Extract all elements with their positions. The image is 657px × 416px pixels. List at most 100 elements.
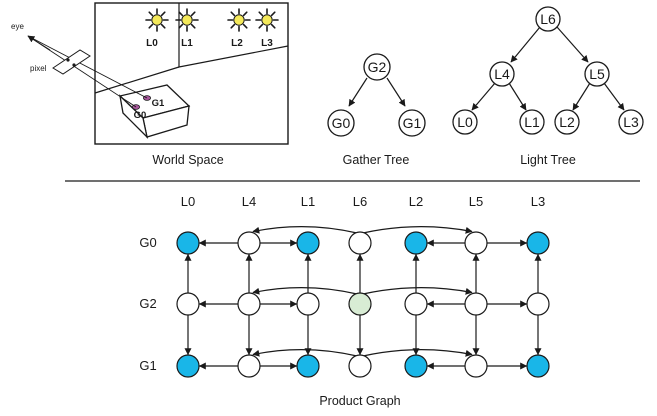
graph-edge [362, 287, 473, 295]
light-tree-node-L0: L0 [452, 109, 478, 135]
node-label: G1 [403, 115, 422, 131]
light-tree-node-L5: L5 [584, 61, 610, 87]
graph-node-G2-L6 [348, 292, 372, 316]
light-tree-node-L1: L1 [519, 109, 545, 135]
node-label: G0 [332, 115, 351, 131]
light-tree-panel: L6 L4 L5 L0 L1 L2 L3 Light Tree [452, 6, 644, 167]
room-floor-edge-left [94, 66, 180, 94]
graph-node-G2-L4 [237, 292, 261, 316]
graph-node-G0-L6 [348, 231, 372, 255]
tree-edge [603, 82, 625, 111]
scene-light-L0: L0 [145, 8, 169, 49]
node-label: L4 [494, 66, 510, 82]
sun-icon [175, 8, 199, 32]
box-side [119, 94, 149, 140]
light-tree-node-L4: L4 [489, 61, 515, 87]
graph-node-G0-L3 [526, 231, 550, 255]
scene-light-label: L3 [261, 38, 273, 49]
graph-node-G2-L3 [526, 292, 550, 316]
light-tree-node-L6: L6 [535, 6, 561, 32]
tree-edge [572, 82, 591, 111]
graph-edge [362, 226, 473, 234]
column-label-L4: L4 [242, 194, 256, 209]
node-label: L0 [457, 114, 473, 130]
row-label-G2: G2 [139, 296, 156, 311]
scene-gather-label-G0: G0 [134, 110, 147, 121]
graph-node-G1-L3 [526, 354, 550, 378]
light-tree-caption: Light Tree [520, 153, 576, 167]
graph-node-G1-L5 [464, 354, 488, 378]
graph-node-G2-L5 [464, 292, 488, 316]
column-label-L2: L2 [409, 194, 423, 209]
tree-edge [556, 26, 589, 63]
product-graph-caption: Product Graph [319, 394, 400, 408]
graph-node-G0-L4 [237, 231, 261, 255]
graph-node-G0-L2 [404, 231, 428, 255]
tree-edge [471, 82, 496, 111]
product-graph-nodes [176, 231, 550, 378]
sun-icon [255, 8, 279, 32]
pixel-label: pixel [30, 64, 47, 73]
pixel-icon [52, 49, 91, 75]
graph-node-G0-L1 [296, 231, 320, 255]
graph-node-G1-L6 [348, 354, 372, 378]
tree-edge [386, 77, 406, 107]
gather-tree-panel: G2 G0 G1 Gather Tree [327, 53, 426, 167]
node-label: L2 [559, 114, 575, 130]
pixel-sample-dot [66, 58, 70, 62]
tree-edge [510, 26, 541, 63]
column-label-L5: L5 [469, 194, 483, 209]
node-label: L1 [524, 114, 540, 130]
graph-node-G1-L4 [237, 354, 261, 378]
world-space-panel: L0 L1 L2 L3 G1 G0 [11, 2, 289, 167]
row-label-G1: G1 [139, 358, 156, 373]
graph-edge [252, 287, 358, 295]
pixel-sample-dot [72, 63, 76, 67]
graph-edge [362, 349, 473, 357]
gather-tree-node-G1: G1 [398, 109, 426, 137]
gather-tree-caption: Gather Tree [343, 153, 410, 167]
graph-node-G2-L0 [176, 292, 200, 316]
light-tree-node-L2: L2 [554, 109, 580, 135]
graph-node-G1-L1 [296, 354, 320, 378]
eye-arrow [27, 35, 51, 51]
node-label: L3 [623, 114, 639, 130]
tree-edge [508, 82, 527, 111]
room-frame [94, 2, 289, 145]
graph-node-G0-L0 [176, 231, 200, 255]
gather-tree-node-G2: G2 [363, 53, 391, 81]
graph-node-G2-L1 [296, 292, 320, 316]
scene-light-label: L2 [231, 38, 243, 49]
column-label-L3: L3 [531, 194, 545, 209]
row-label-G0: G0 [139, 235, 156, 250]
column-label-L0: L0 [181, 194, 195, 209]
scene-light-L2: L2 [227, 8, 251, 49]
world-space-caption: World Space [152, 153, 223, 167]
node-label: L5 [589, 66, 605, 82]
eye-ray-upper [27, 35, 148, 99]
graph-node-G2-L2 [404, 292, 428, 316]
column-label-L6: L6 [353, 194, 367, 209]
node-label: L6 [540, 11, 556, 27]
product-graph-edges [184, 226, 542, 370]
light-tree-node-L3: L3 [618, 109, 644, 135]
product-graph-panel: L0 L4 L1 L6 L2 L5 L3 G0 G2 G1 Product Gr… [139, 194, 550, 408]
eye-label: eye [11, 22, 24, 31]
node-label: G2 [368, 59, 387, 75]
gather-tree-node-G0: G0 [327, 109, 355, 137]
scene-light-L1: L1 [175, 8, 199, 49]
tree-edge [348, 77, 368, 107]
graph-edge [252, 349, 358, 357]
sun-icon [145, 8, 169, 32]
scene-light-L3: L3 [255, 8, 279, 49]
graph-node-G1-L2 [404, 354, 428, 378]
column-label-L1: L1 [301, 194, 315, 209]
scene-light-label: L0 [146, 38, 158, 49]
scene-gather-label-G1: G1 [152, 98, 165, 109]
graph-edge [252, 226, 358, 234]
graph-node-G1-L0 [176, 354, 200, 378]
scene-light-label: L1 [181, 38, 193, 49]
camera-rays: eye pixel [11, 22, 148, 108]
sun-icon [227, 8, 251, 32]
